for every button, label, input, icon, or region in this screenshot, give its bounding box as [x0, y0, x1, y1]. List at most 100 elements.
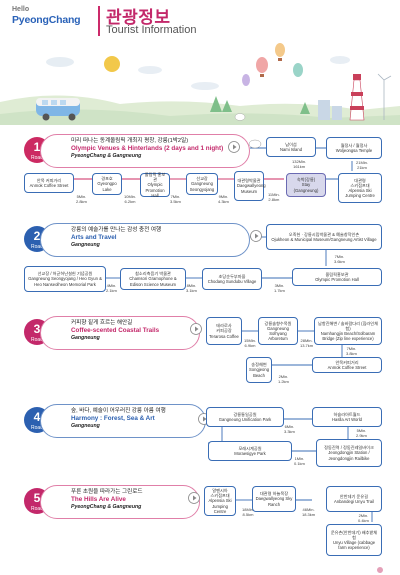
route-3-distance-1: 15Min.6.9km — [244, 338, 257, 348]
sheep-icon — [234, 113, 246, 121]
route-3-number: 3 — [33, 322, 41, 336]
route-3-path — [242, 330, 343, 366]
route-1-distance-7: 5Min.2.8km — [76, 194, 87, 204]
route-3: 3 Road 커피향 짙게 흐르는 해안길 Coffee-scented Coa… — [22, 313, 384, 399]
route-2-number: 2 — [33, 229, 41, 243]
route-3-road-label: Road — [31, 337, 43, 343]
route-4-distance-1: 6Min.3.3km — [284, 424, 295, 434]
route-3-title-english: Coffee-scented Coastal Trails — [71, 327, 160, 334]
route-5-road-label: Road — [31, 506, 43, 512]
logo-hello-text: Hello — [12, 6, 30, 13]
route-5-area: PyeongChang & Gangneung — [71, 504, 142, 510]
route-1-distance-5: 7Min.3.5km — [170, 194, 181, 204]
route-3-stop-namhangjin-beach: 남항진해변 / 솔바람다리 (집라인체험)Namhangjin Beach/So… — [314, 317, 382, 345]
route-1-distance-2: 21Min.21km — [356, 160, 369, 170]
camper-van-icon — [36, 98, 80, 121]
route-2-distance-4: 4Min.2.1km — [106, 283, 117, 293]
page-title-korean: 관광정보 — [106, 8, 171, 27]
route-5-title-korean: 푸른 초원을 따라가는 그린로드 — [71, 489, 143, 495]
lighthouse-icon — [349, 74, 365, 121]
play-arrow-icon — [188, 492, 200, 504]
footer-decoration — [0, 566, 400, 575]
route-5-number: 5 — [33, 491, 41, 505]
play-arrow-icon — [228, 141, 240, 153]
route-2-area: Gangneung — [71, 242, 100, 248]
hot-air-balloon-icon — [242, 43, 303, 86]
route-4-header: 숲, 바다, 예술이 어우러진 강릉 아름 여행 Harmony : Fores… — [40, 404, 206, 438]
route-3-area: Gangneung — [71, 335, 100, 341]
route-2-distance-2: 3Min.1.7km — [274, 283, 285, 293]
landscape-illustration — [0, 43, 400, 125]
play-arrow-icon — [190, 323, 202, 335]
route-2-title-korean: 강릉의 예술가를 만나는 감성 충전 여행 — [71, 227, 162, 233]
sun-icon — [104, 56, 120, 72]
route-4-title-english: Harmony : Forest, Sea & Art — [71, 415, 155, 422]
sheep-icon — [248, 139, 262, 149]
route-1-distance-6: 10Min.6.2km — [124, 194, 137, 204]
route-2-distance-1: 7Min.3.6km — [334, 254, 345, 264]
building-icon — [318, 100, 342, 120]
tree-icon — [210, 96, 310, 114]
route-4-number: 4 — [33, 410, 41, 424]
route-2-title-english: Arts and Travel — [71, 234, 117, 241]
route-1: 1 Road 미리 떠나는 동계올림픽 개최지 평창, 강릉(1박2일) Oly… — [22, 131, 384, 217]
route-4-distance-3: 1Min.0.1km — [294, 456, 305, 466]
wind-turbine-icon — [377, 73, 392, 120]
route-5-header: 푸른 초원을 따라가는 그린로드 The Hills Are Alive Pye… — [40, 485, 200, 519]
route-4-title-korean: 숲, 바다, 예술이 어우러진 강릉 아름 여행 — [71, 408, 166, 414]
route-4: 4 Road 숲, 바다, 예술이 어우러진 강릉 아름 여행 Harmony … — [22, 401, 384, 487]
logo-main-text: PyeongChang — [12, 14, 81, 26]
pyeongchang-logo: Hello PyeongChang — [12, 6, 92, 26]
play-arrow-icon — [250, 230, 262, 242]
route-5-distance-2: 46Min.18.3km — [302, 507, 316, 517]
route-1-distance-3: 11Min.2.8km — [268, 192, 280, 202]
route-1-title-korean: 미리 떠나는 동계올림픽 개최지 평창, 강릉(1박2일) — [71, 138, 189, 144]
route-3-distance-3: 7Min.3.8km — [346, 346, 357, 356]
route-2-distance-3: 8Min.3.1km — [186, 283, 197, 293]
route-1-header: 미리 떠나는 동계올림픽 개최지 평창, 강릉(1박2일) Olympic Ve… — [40, 134, 250, 168]
route-1-distance-4: 9Min.4.3km — [218, 194, 229, 204]
route-1-path — [74, 147, 353, 200]
route-2: 2 Road 강릉의 예술가를 만나는 감성 충전 여행 Arts and Tr… — [22, 220, 384, 306]
page-title-english: Tourist Information — [106, 24, 197, 36]
route-1-number: 1 — [33, 140, 41, 154]
route-3-title-korean: 커피향 짙게 흐르는 해안길 — [71, 320, 133, 326]
route-2-road-label: Road — [31, 244, 43, 250]
route-4-area: Gangneung — [71, 423, 100, 429]
route-5-title-english: The Hills Are Alive — [71, 496, 126, 503]
route-4-road-label: Road — [31, 425, 43, 431]
route-2-header: 강릉의 예술가를 만나는 감성 충전 여행 Arts and Travel Ga… — [40, 223, 250, 257]
route-1-road-label: Road — [31, 155, 43, 161]
route-3-distance-4: 2Min.1.2km — [278, 374, 289, 384]
route-3-header: 커피향 짙게 흐르는 해안길 Coffee-scented Coastal Tr… — [40, 316, 200, 350]
route-3-distance-2: 28Min.13.7km — [300, 338, 314, 348]
route-5-distance-1: 18Min.8.5km — [242, 507, 255, 517]
route-5-distance-3: 2Min.0.4km — [358, 513, 369, 523]
route-1-title-english: Olympic Venues & Hinterlands (2 days and… — [71, 145, 224, 152]
route-5: 5 Road 푸른 초원을 따라가는 그린로드 The Hills Are Al… — [22, 482, 384, 568]
